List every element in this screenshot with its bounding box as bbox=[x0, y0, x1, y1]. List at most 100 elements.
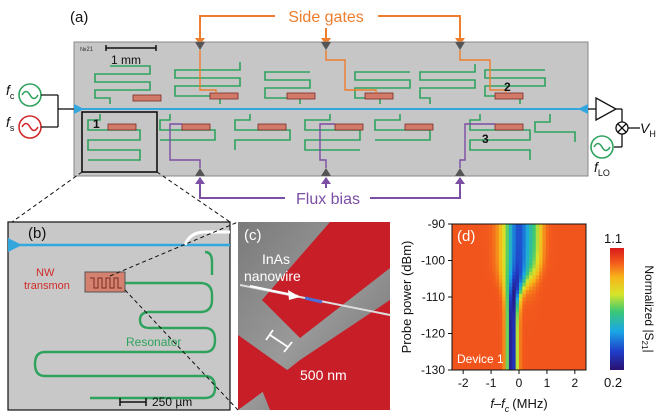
heatmap-cell bbox=[482, 333, 486, 338]
heatmap-cell bbox=[552, 293, 557, 298]
heatmap-cell bbox=[542, 253, 547, 258]
heatmap-cell bbox=[488, 337, 493, 342]
heatmap-cell bbox=[505, 359, 510, 364]
heatmap-cell bbox=[465, 333, 470, 338]
heatmap-cell bbox=[582, 267, 587, 272]
heatmap-cell bbox=[472, 267, 476, 272]
heatmap-cell bbox=[525, 311, 530, 316]
heatmap-cell bbox=[565, 224, 570, 229]
heatmap-cell bbox=[485, 256, 490, 261]
heatmap-cell bbox=[512, 344, 517, 349]
heatmap-cell bbox=[562, 227, 567, 232]
heatmap-cell bbox=[485, 297, 490, 302]
heatmap-cell bbox=[478, 333, 483, 338]
heatmap-cell bbox=[565, 271, 570, 276]
heatmap-cell bbox=[572, 304, 577, 309]
heatmap-cell bbox=[452, 231, 456, 236]
heatmap-cell bbox=[475, 282, 480, 287]
heatmap-cell bbox=[475, 340, 480, 345]
heatmap-cell bbox=[502, 326, 506, 331]
chip-top-gate-marks bbox=[195, 42, 465, 50]
heatmap-cell bbox=[569, 300, 573, 305]
heatmap-cell bbox=[515, 362, 520, 367]
heatmap-cell bbox=[515, 348, 520, 353]
heatmap-cell bbox=[455, 337, 460, 342]
heatmap-cell bbox=[582, 256, 587, 261]
heatmap-cell bbox=[508, 282, 513, 287]
heatmap-cell bbox=[472, 238, 476, 243]
heatmap-cell bbox=[485, 264, 490, 269]
heatmap-cell bbox=[572, 224, 577, 229]
heatmap-cell bbox=[498, 245, 503, 250]
heatmap-cell bbox=[555, 282, 560, 287]
heatmap-cell bbox=[575, 234, 580, 239]
heatmap-cell bbox=[462, 289, 466, 294]
heatmap-cell bbox=[495, 275, 500, 280]
scale-bar-a bbox=[105, 45, 157, 51]
heatmap-cell bbox=[535, 289, 540, 294]
heatmap-cell bbox=[482, 256, 486, 261]
heatmap-cell bbox=[508, 275, 513, 280]
heatmap-cell bbox=[508, 333, 513, 338]
heatmap-cell bbox=[468, 242, 473, 247]
heatmap-cell bbox=[552, 304, 557, 309]
heatmap-cell bbox=[569, 227, 573, 232]
heatmap-cell bbox=[572, 275, 577, 280]
heatmap-cell bbox=[512, 271, 517, 276]
heatmap-cell bbox=[522, 315, 527, 320]
heatmap-cell bbox=[575, 362, 580, 367]
heatmap-cell bbox=[565, 337, 570, 342]
heatmap-cell bbox=[565, 297, 570, 302]
heatmap-cell bbox=[498, 329, 503, 334]
heatmap-cell bbox=[575, 359, 580, 364]
heatmap-cell bbox=[529, 337, 533, 342]
heatmap-cell bbox=[522, 289, 527, 294]
heatmap-cell bbox=[458, 231, 463, 236]
heatmap-cell bbox=[525, 344, 530, 349]
heatmap-cell bbox=[462, 348, 466, 353]
heatmap-cell bbox=[542, 282, 547, 287]
heatmap-cell bbox=[502, 278, 506, 283]
heatmap-cell bbox=[549, 333, 553, 338]
heatmap-cell bbox=[475, 337, 480, 342]
heatmap-cell bbox=[492, 234, 496, 239]
heatmap-cell bbox=[575, 366, 580, 371]
heatmap-cell bbox=[539, 329, 543, 334]
heatmap-cell bbox=[549, 264, 553, 269]
heatmap-cell bbox=[532, 253, 537, 258]
heatmap-cell bbox=[505, 275, 510, 280]
heatmap-cell bbox=[455, 362, 460, 367]
heatmap-cell bbox=[465, 256, 470, 261]
zoom-lines-b-to-c bbox=[109, 221, 239, 411]
heatmap-cell bbox=[569, 351, 573, 356]
heatmap-cell bbox=[465, 337, 470, 342]
heatmap-cell bbox=[498, 366, 503, 371]
heatmap-cell bbox=[462, 275, 466, 280]
heatmap-cell bbox=[519, 264, 523, 269]
heatmap-cell bbox=[535, 318, 540, 323]
gap-marker bbox=[265, 329, 293, 353]
heatmap-cell bbox=[492, 256, 496, 261]
heatmap-cell bbox=[559, 340, 563, 345]
heatmap-cell bbox=[569, 256, 573, 261]
heatmap-cell bbox=[488, 311, 493, 316]
heatmap-cell bbox=[482, 297, 486, 302]
heatmap-cell bbox=[515, 267, 520, 272]
heatmap-cell bbox=[452, 297, 456, 302]
heatmap-cell bbox=[579, 242, 584, 247]
heatmap-cell bbox=[452, 224, 456, 229]
heatmap-cell bbox=[532, 366, 537, 371]
heatmap-cell bbox=[512, 359, 517, 364]
heatmap-cell bbox=[525, 297, 530, 302]
heatmap-cell bbox=[512, 297, 517, 302]
heatmap-cell bbox=[555, 275, 560, 280]
heatmap-cell bbox=[525, 300, 530, 305]
heatmap-cell bbox=[505, 249, 510, 254]
heatmap-cell bbox=[552, 355, 557, 360]
heatmap-cell bbox=[555, 329, 560, 334]
heatmap-cell bbox=[495, 249, 500, 254]
heatmap-cell bbox=[569, 366, 573, 371]
panel-b-transmon bbox=[84, 271, 126, 293]
heatmap-cell bbox=[458, 224, 463, 229]
heatmap-cell bbox=[572, 344, 577, 349]
